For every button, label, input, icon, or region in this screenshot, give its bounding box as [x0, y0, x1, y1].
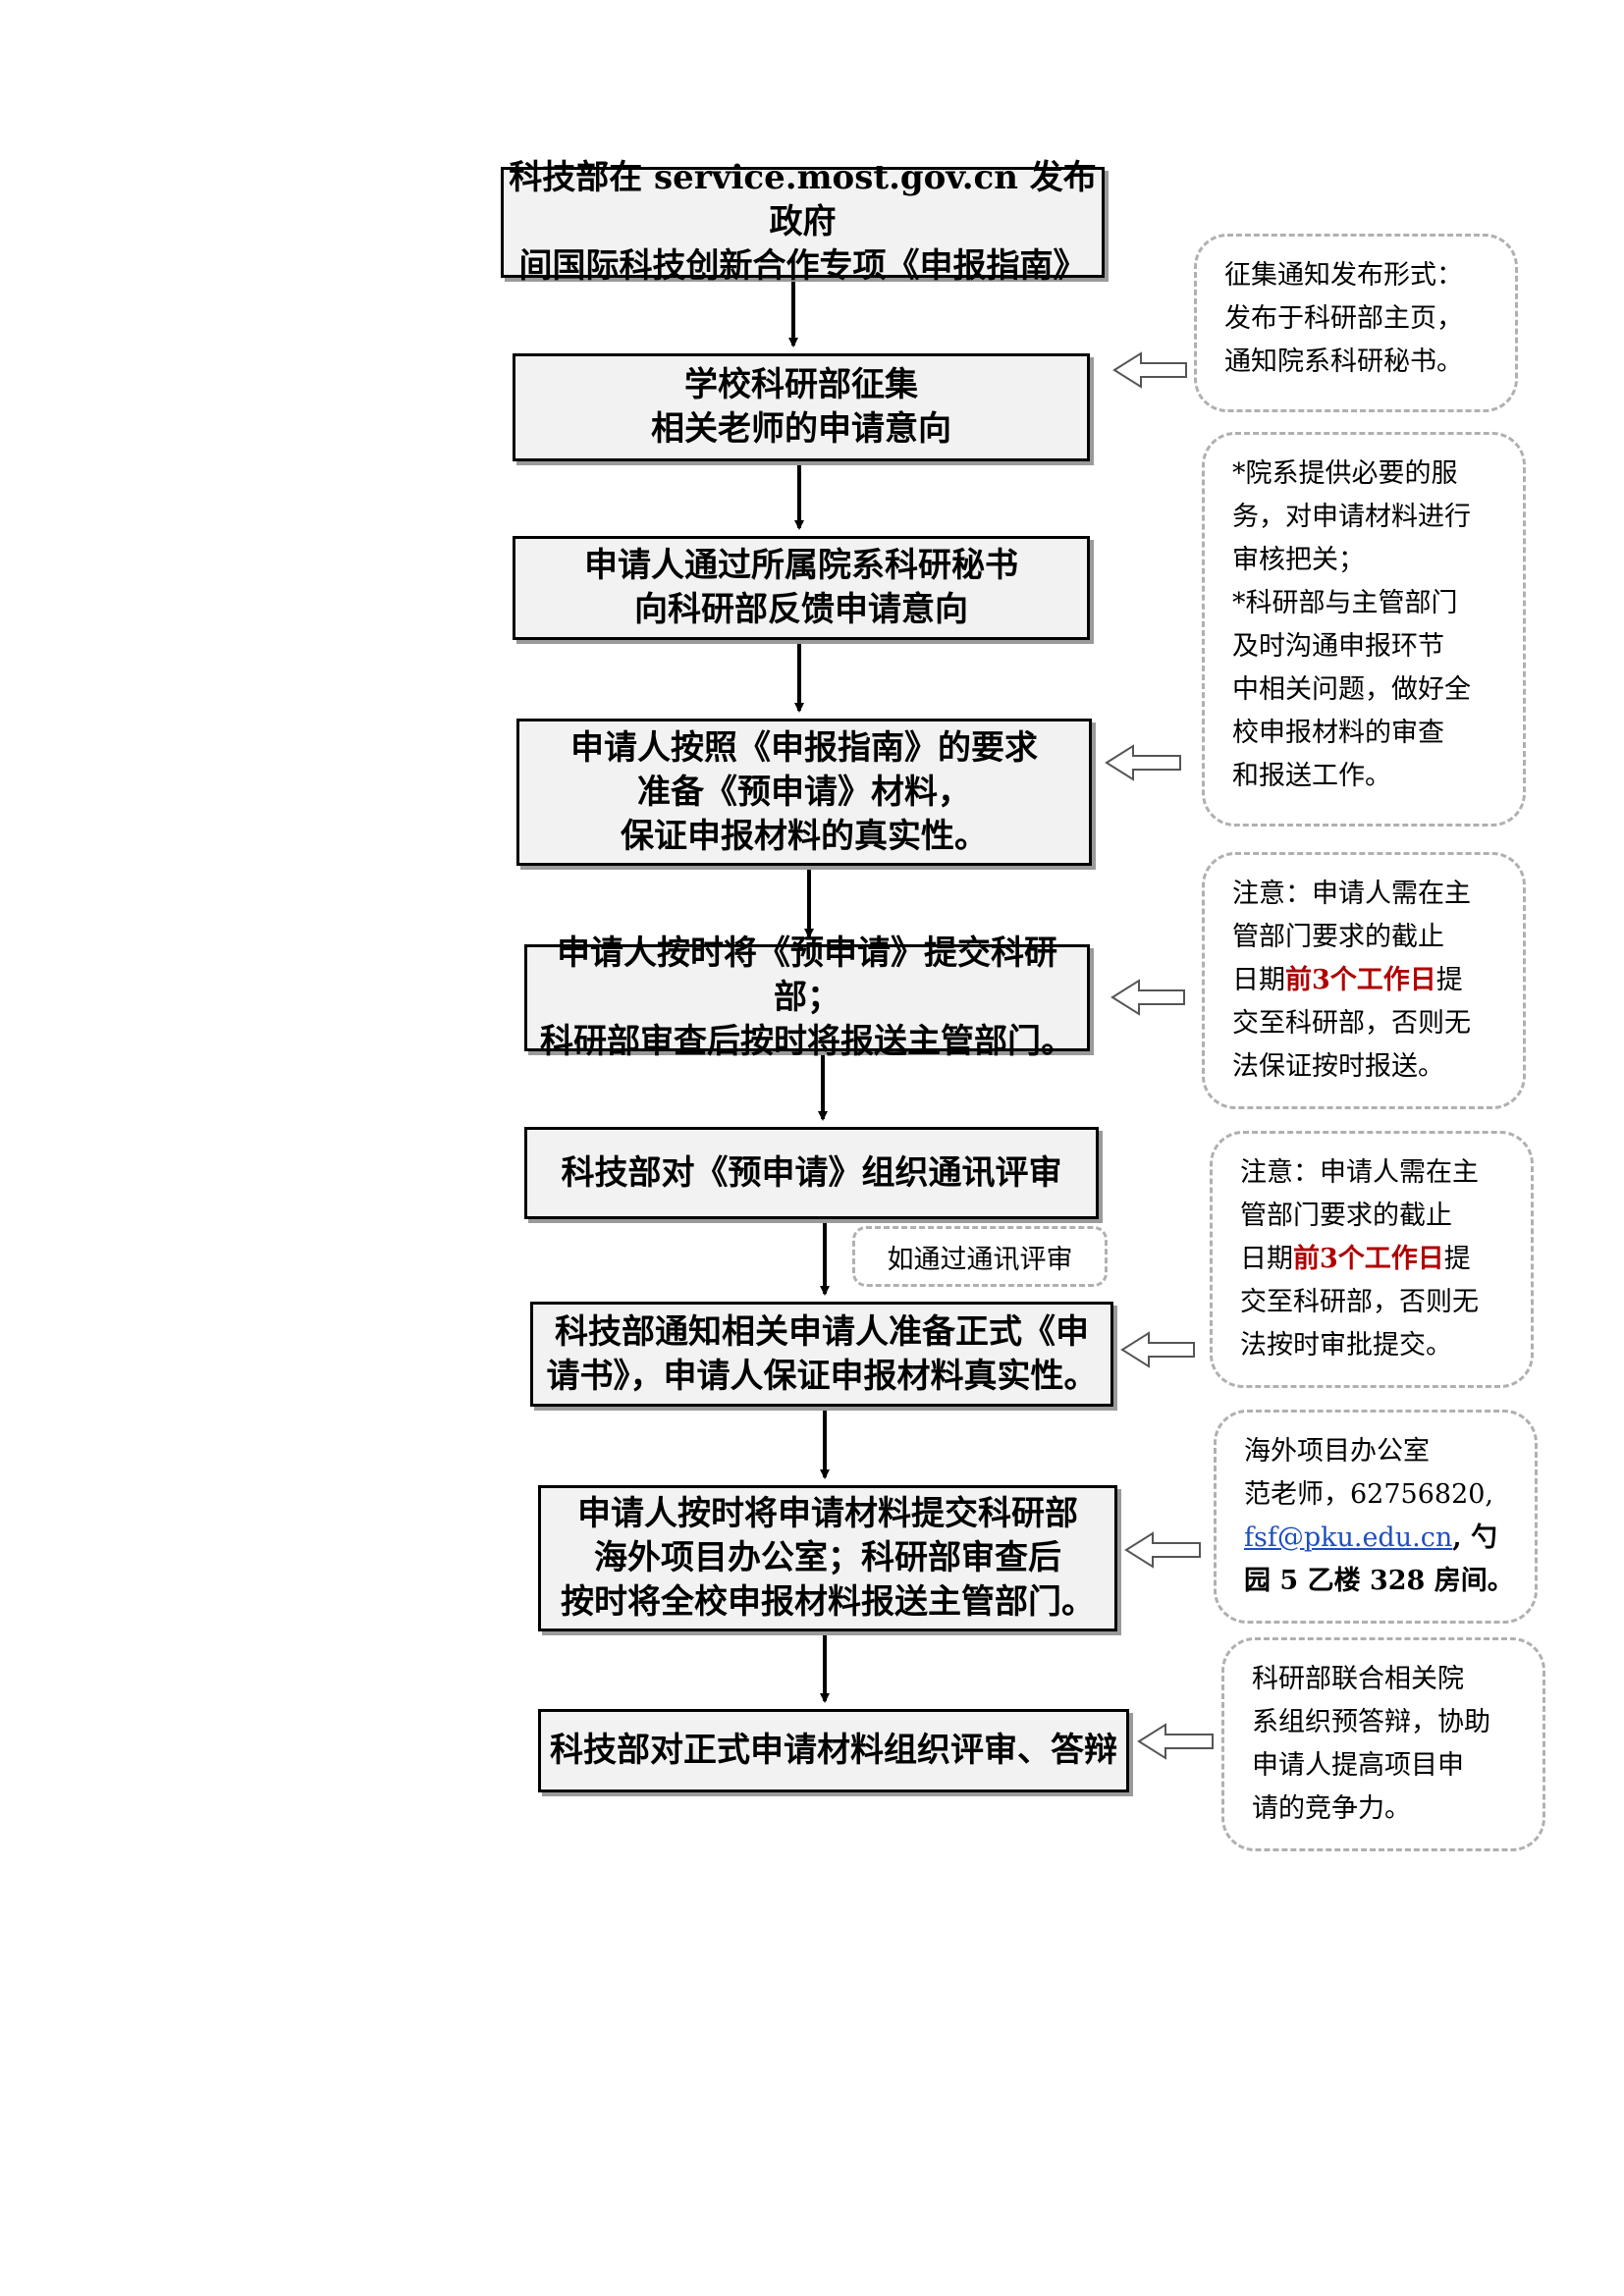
hollow-arrow-4 — [1120, 1331, 1195, 1368]
note-5-line-4: 园 5 乙楼 328 房间。 — [1244, 1566, 1514, 1596]
note-6: 科研部联合相关院 系组织预答辩，协助 申请人提高项目申 请的竞争力。 — [1221, 1637, 1545, 1851]
condition-label-text: 如通过通讯评审 — [887, 1244, 1073, 1275]
note-2-line-6: 中相关问题，做好全 — [1232, 674, 1471, 705]
note-1-line-1: 征集通知发布形式： — [1224, 260, 1463, 291]
hollow-arrow-3 — [1110, 979, 1185, 1016]
note-4-line-3a: 日期 — [1240, 1244, 1293, 1274]
note-2-line-3: 审核把关； — [1232, 545, 1365, 575]
note-4-deadline-highlight: 前3个工作日 — [1293, 1244, 1444, 1274]
note-2-line-7: 校申报材料的审查 — [1232, 718, 1444, 748]
note-5-line-2: 范老师，62756820, — [1244, 1479, 1494, 1510]
step-1-box: 科技部在 service.most.gov.cn 发布政府 间国际科技创新合作专… — [501, 158, 1105, 286]
note-4-line-5: 法按时审批提交。 — [1240, 1330, 1452, 1361]
step-6-line-1: 科技部对《预申请》组织通讯评审 — [561, 1152, 1062, 1193]
note-4-line-2: 管部门要求的截止 — [1240, 1201, 1452, 1231]
step-4-line-1: 申请人按照《申报指南》的要求 — [570, 727, 1038, 768]
note-6-line-2: 系组织预答辩，协助 — [1252, 1707, 1490, 1737]
note-2-line-1: *院系提供必要的服 — [1232, 458, 1458, 489]
note-4: 注意：申请人需在主 管部门要求的截止 日期前3个工作日提 交至科研部，否则无 法… — [1210, 1131, 1534, 1388]
note-4-line-4: 交至科研部，否则无 — [1240, 1287, 1479, 1317]
step-2-line-1: 学校科研部征集 — [684, 365, 918, 404]
hollow-arrow-5 — [1124, 1531, 1201, 1569]
step-5-box: 申请人按时将《预申请》提交科研部； 科研部审查后按时将报送主管部门。 — [524, 934, 1090, 1061]
note-2-line-5: 及时沟通申报环节 — [1232, 631, 1444, 662]
note-5-line-3b: , 勺 — [1452, 1522, 1498, 1553]
hollow-arrow-1 — [1112, 351, 1187, 389]
note-3-line-4: 交至科研部，否则无 — [1232, 1008, 1471, 1039]
step-3-line-2: 向科研部反馈申请意向 — [634, 590, 968, 629]
step-8-line-3: 按时将全校申报材料报送主管部门。 — [561, 1582, 1095, 1622]
note-3-line-3: 日期前3个工作日提 — [1232, 959, 1499, 1002]
note-2: *院系提供必要的服 务，对申请材料进行 审核把关； *科研部与主管部门 及时沟通… — [1202, 432, 1526, 827]
note-6-line-1: 科研部联合相关院 — [1252, 1664, 1464, 1694]
step-5-line-2: 科研部审查后按时将报送主管部门。 — [540, 1022, 1074, 1061]
step-2-line-2: 相关老师的申请意向 — [651, 409, 951, 449]
note-3-deadline-highlight: 前3个工作日 — [1285, 965, 1436, 995]
note-4-line-3: 日期前3个工作日提 — [1240, 1238, 1507, 1281]
step-8-line-2: 海外项目办公室；科研部审查后 — [594, 1538, 1061, 1577]
note-3: 注意：申请人需在主 管部门要求的截止 日期前3个工作日提 交至科研部，否则无 法… — [1202, 852, 1526, 1109]
note-2-line-2: 务，对申请材料进行 — [1232, 502, 1471, 532]
step-1-line-1: 科技部在 service.most.gov.cn 发布政府 — [509, 158, 1097, 241]
note-1-line-3: 通知院系科研秘书。 — [1224, 347, 1463, 377]
note-1-line-2: 发布于科研部主页， — [1224, 303, 1463, 334]
note-3-line-5: 法保证按时报送。 — [1232, 1051, 1444, 1082]
note-3-line-1: 注意：申请人需在主 — [1232, 879, 1471, 909]
step-3-line-1: 申请人通过所属院系科研秘书 — [584, 546, 1018, 585]
step-8-box: 申请人按时将申请材料提交科研部 海外项目办公室；科研部审查后 按时将全校申报材料… — [538, 1485, 1117, 1631]
step-3-box: 申请人通过所属院系科研秘书 向科研部反馈申请意向 — [513, 536, 1090, 640]
note-2-line-4: *科研部与主管部门 — [1232, 588, 1458, 618]
step-5-line-1: 申请人按时将《预申请》提交科研部； — [557, 934, 1057, 1017]
note-5-line-1: 海外项目办公室 — [1244, 1436, 1430, 1467]
condition-label: 如通过通讯评审 — [852, 1226, 1108, 1287]
step-7-box: 科技部通知相关申请人准备正式《申 请书》，申请人保证申报材料真实性。 — [530, 1302, 1113, 1407]
step-7-line-2: 请书》，申请人保证申报材料真实性。 — [546, 1356, 1098, 1396]
note-3-line-3a: 日期 — [1232, 965, 1285, 995]
step-7-line-1: 科技部通知相关申请人准备正式《申 — [555, 1311, 1089, 1352]
step-8-line-1: 申请人按时将申请材料提交科研部 — [577, 1494, 1078, 1533]
note-6-line-3: 申请人提高项目申 — [1252, 1750, 1464, 1781]
step-4-box: 申请人按照《申报指南》的要求 准备《预申请》材料， 保证申报材料的真实性。 — [516, 719, 1092, 866]
hollow-arrow-6 — [1137, 1723, 1214, 1760]
step-9-line-1: 科技部对正式申请材料组织评审、答辩 — [550, 1731, 1117, 1770]
step-6-box: 科技部对《预申请》组织通讯评审 — [524, 1127, 1099, 1219]
note-2-line-8: 和报送工作。 — [1232, 761, 1391, 791]
note-3-line-3c: 提 — [1435, 965, 1463, 995]
email-link[interactable]: fsf@pku.edu.cn — [1244, 1522, 1453, 1553]
note-5-line-3: fsf@pku.edu.cn, 勺 — [1244, 1517, 1511, 1560]
step-4-line-3: 保证申报材料的真实性。 — [621, 816, 988, 856]
note-4-line-3c: 提 — [1443, 1244, 1471, 1274]
note-6-line-4: 请的竞争力。 — [1252, 1793, 1411, 1824]
note-4-line-1: 注意：申请人需在主 — [1240, 1157, 1479, 1188]
step-2-box: 学校科研部征集 相关老师的申请意向 — [513, 353, 1090, 461]
step-9-box: 科技部对正式申请材料组织评审、答辩 — [538, 1709, 1129, 1792]
hollow-arrow-2 — [1105, 744, 1181, 781]
note-1: 征集通知发布形式： 发布于科研部主页， 通知院系科研秘书。 — [1194, 234, 1518, 412]
note-3-line-2: 管部门要求的截止 — [1232, 922, 1444, 952]
step-4-line-2: 准备《预申请》材料， — [637, 772, 971, 812]
note-5: 海外项目办公室 范老师，62756820, fsf@pku.edu.cn, 勺 … — [1214, 1410, 1538, 1624]
step-1-line-2: 间国际科技创新合作专项《申报指南》 — [518, 246, 1087, 286]
